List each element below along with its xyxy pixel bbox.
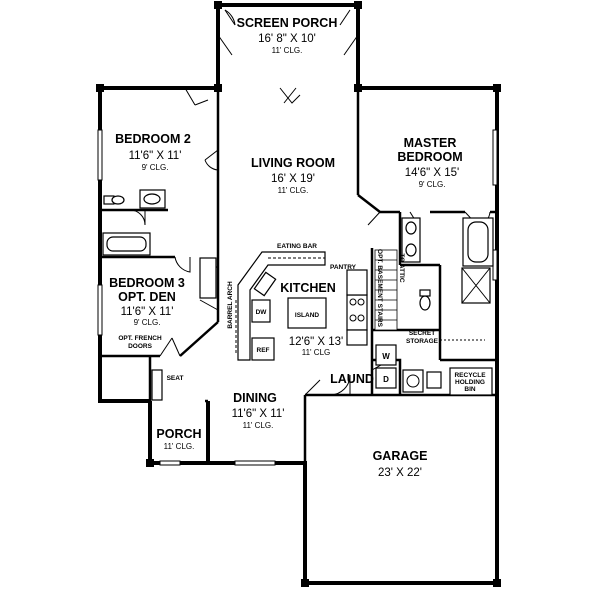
ref-label: REF [257, 347, 270, 354]
master-name-1: MASTER [404, 136, 457, 150]
bedroom3-ceiling: 9' CLG. [134, 318, 161, 327]
bedroom3-name-2: OPT. DEN [118, 290, 176, 304]
screen-porch-name: SCREEN PORCH [237, 16, 338, 30]
french-doors-label-1: OPT. FRENCH [118, 335, 162, 342]
dryer [375, 367, 397, 389]
dw-label: DW [256, 309, 268, 316]
recycle-label-1: RECYCLE [454, 372, 486, 379]
toilet-icon [419, 295, 431, 311]
pantry-label: PANTRY [330, 264, 357, 271]
master-ceiling: 9' CLG. [419, 180, 446, 189]
garage-name: GARAGE [373, 449, 428, 463]
sink-icon [402, 369, 424, 393]
eating-bar-label: EATING BAR [277, 243, 317, 250]
screen-porch-dims: 16' 8" X 10' [258, 33, 316, 45]
bedroom2-dims: 11'6" X 11' [129, 150, 182, 162]
room-labels: SCREEN PORCH 16' 8" X 10' 11' CLG. BEDRO… [109, 16, 486, 479]
basement-stairs-label: OPT. BASEMENT STAIRS [376, 249, 383, 328]
garage-dims: 23' X 22' [378, 467, 422, 479]
dryer-label: D [383, 375, 389, 384]
kitchen-ceiling: 11' CLG [302, 348, 331, 357]
barrel-arch-label: BARREL ARCH [227, 281, 234, 329]
door-swings [129, 9, 491, 396]
interior-walls [100, 88, 497, 463]
porch-name: PORCH [156, 427, 201, 441]
laundry-name: LAUND [330, 372, 374, 386]
island-label: ISLAND [295, 312, 320, 319]
bedroom3-dims: 11'6" X 11' [121, 306, 174, 318]
secret-storage-label-2: STORAGE [406, 338, 439, 345]
dishwasher [251, 299, 271, 323]
living-room-ceiling: 11' CLG. [278, 186, 309, 195]
dining-ceiling: 11' CLG. [243, 421, 274, 430]
kitchen-island [287, 297, 327, 329]
washer-label: W [382, 352, 390, 361]
recycle-label-3: BIN [464, 386, 476, 393]
washer [375, 344, 397, 366]
secret-storage-label-1: SECRET [409, 330, 435, 337]
porch-ceiling: 11' CLG. [164, 442, 195, 451]
bedroom2-name: BEDROOM 2 [115, 132, 191, 146]
stairs [374, 249, 398, 331]
living-room-dims: 16' X 19' [271, 173, 315, 185]
seat-label: SEAT [167, 375, 184, 382]
screen-porch-ceiling: 11' CLG. [272, 46, 303, 55]
bedroom2-ceiling: 9' CLG. [142, 163, 169, 172]
dining-dims: 11'6" X 11' [232, 408, 285, 420]
kitchen-dims: 12'6" X 13' [289, 336, 344, 348]
fixtures [102, 189, 494, 401]
recycle-label-2: HOLDING [455, 379, 485, 386]
dining-name: DINING [233, 391, 277, 405]
kitchen-counter [237, 251, 326, 361]
master-name-2: BEDROOM [397, 150, 462, 164]
refrigerator [251, 337, 275, 361]
to-attic-label: TO ATTIC [398, 253, 405, 282]
living-room-name: LIVING ROOM [251, 156, 335, 170]
master-dims: 14'6" X 15' [405, 167, 460, 179]
french-doors-label-2: DOORS [128, 343, 153, 350]
kitchen-name: KITCHEN [280, 281, 336, 295]
windows [97, 129, 498, 466]
bedroom3-name-1: BEDROOM 3 [109, 276, 185, 290]
